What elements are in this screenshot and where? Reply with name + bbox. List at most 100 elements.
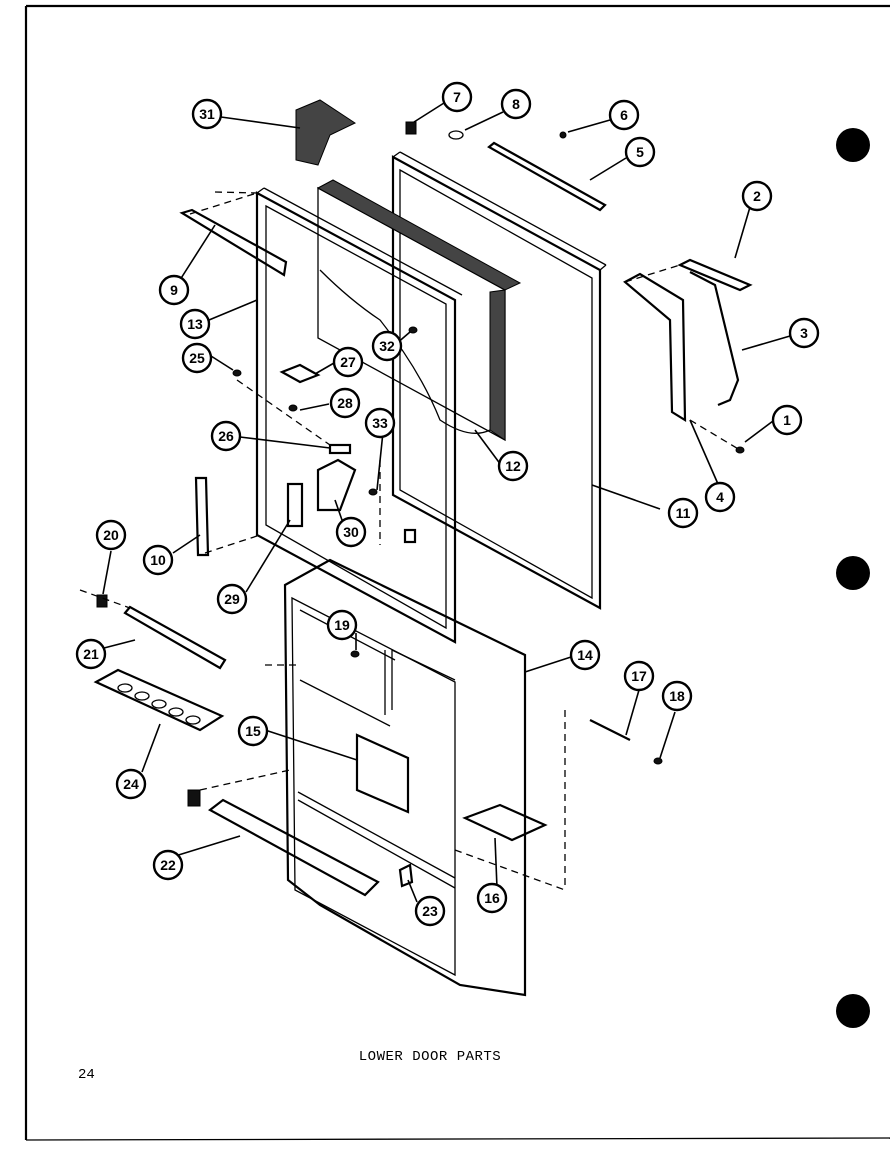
callout-7: 7	[441, 81, 473, 113]
svg-text:28: 28	[337, 395, 353, 411]
svg-text:12: 12	[505, 458, 521, 474]
binder-hole-bottom	[836, 994, 870, 1028]
svg-text:7: 7	[453, 89, 461, 105]
part-16-tray	[462, 803, 548, 842]
part-5-strip	[487, 141, 607, 212]
part-1-screw	[735, 446, 745, 454]
svg-text:6: 6	[620, 107, 628, 123]
svg-text:8: 8	[512, 96, 520, 112]
part-33-screw	[368, 488, 378, 496]
part-28-screw	[288, 404, 298, 412]
svg-text:21: 21	[83, 646, 99, 662]
part-8-plug	[448, 130, 464, 140]
part-29-plate	[286, 482, 304, 528]
part-13-gasket-frame	[255, 187, 463, 644]
callout-23: 23	[414, 895, 446, 927]
svg-text:32: 32	[379, 338, 395, 354]
part-12-insulation-panel	[316, 179, 522, 442]
bottom-border	[25, 1137, 891, 1141]
svg-text:4: 4	[716, 489, 724, 505]
svg-text:15: 15	[245, 723, 261, 739]
svg-text:10: 10	[150, 552, 166, 568]
callout-19: 19	[326, 609, 358, 641]
callout-10: 10	[142, 544, 174, 576]
part-15-center-bracket	[355, 733, 410, 814]
callout-4: 4	[704, 481, 736, 513]
binder-hole-top	[836, 128, 870, 162]
callout-3: 3	[788, 317, 820, 349]
callout-18: 18	[661, 680, 693, 712]
svg-text:26: 26	[218, 428, 234, 444]
callout-28: 28	[329, 387, 361, 419]
svg-text:29: 29	[224, 591, 240, 607]
callout-30: 30	[335, 516, 367, 548]
part-18-screw	[653, 757, 663, 765]
callout-25: 25	[181, 342, 213, 374]
callout-24: 24	[115, 768, 147, 800]
svg-text:23: 23	[422, 903, 438, 919]
part-21-rail	[123, 605, 227, 670]
part-24-egg-shelf	[93, 668, 225, 732]
svg-text:31: 31	[199, 106, 215, 122]
callout-32: 32	[371, 330, 403, 362]
callout-26: 26	[210, 420, 242, 452]
svg-text:20: 20	[103, 527, 119, 543]
diagram-caption: LOWER DOOR PARTS	[358, 1049, 502, 1065]
svg-text:1: 1	[783, 412, 791, 428]
svg-text:25: 25	[189, 350, 205, 366]
svg-text:22: 22	[160, 857, 176, 873]
part-7-lower-bushing	[403, 528, 417, 544]
callout-5: 5	[624, 136, 656, 168]
callout-2: 2	[741, 180, 773, 212]
callout-14: 14	[569, 639, 601, 671]
svg-text:2: 2	[753, 188, 761, 204]
leader-lines	[102, 102, 791, 903]
callout-1: 1	[771, 404, 803, 436]
part-22-end-cap	[187, 789, 201, 807]
part-23-clip	[398, 863, 414, 888]
part-19-screw	[350, 650, 360, 658]
svg-text:19: 19	[334, 617, 350, 633]
svg-text:14: 14	[577, 647, 593, 663]
svg-text:27: 27	[340, 354, 356, 370]
part-27-plate	[279, 363, 321, 384]
part-22-handle-bar	[207, 798, 380, 897]
svg-text:16: 16	[484, 890, 500, 906]
part-10-trim-strip	[194, 476, 210, 557]
callout-27: 27	[332, 346, 364, 378]
part-32-screw	[408, 326, 418, 334]
svg-text:17: 17	[631, 668, 647, 684]
assembly-lines	[79, 191, 741, 891]
svg-text:30: 30	[343, 524, 359, 540]
svg-text:18: 18	[669, 688, 685, 704]
callout-15: 15	[237, 715, 269, 747]
callout-13: 13	[179, 308, 211, 340]
svg-text:11: 11	[676, 505, 691, 521]
part-9-top-trim	[179, 208, 288, 277]
part-6-screw	[559, 131, 567, 139]
svg-text:5: 5	[636, 144, 644, 160]
callout-31: 31	[191, 98, 223, 130]
part-7-bushing	[405, 121, 417, 135]
part-30-hinge	[316, 458, 357, 512]
part-25-screw	[232, 369, 242, 377]
svg-text:3: 3	[800, 325, 808, 341]
callout-16: 16	[476, 882, 508, 914]
callout-12: 12	[497, 450, 529, 482]
part-17-rod	[589, 719, 631, 741]
part-20-clip	[96, 594, 108, 608]
callout-22: 22	[152, 849, 184, 881]
callout-9: 9	[158, 274, 190, 306]
callout-17: 17	[623, 660, 655, 692]
part-26-pin	[328, 443, 352, 455]
callout-8: 8	[500, 88, 532, 120]
svg-text:13: 13	[187, 316, 203, 332]
part-2-bracket	[677, 258, 753, 292]
callout-21: 21	[75, 638, 107, 670]
callout-33: 33	[364, 407, 396, 439]
page-number: 24	[78, 1067, 95, 1083]
part-4-hinge-bracket	[623, 272, 687, 422]
part-14-door-liner	[283, 558, 527, 997]
